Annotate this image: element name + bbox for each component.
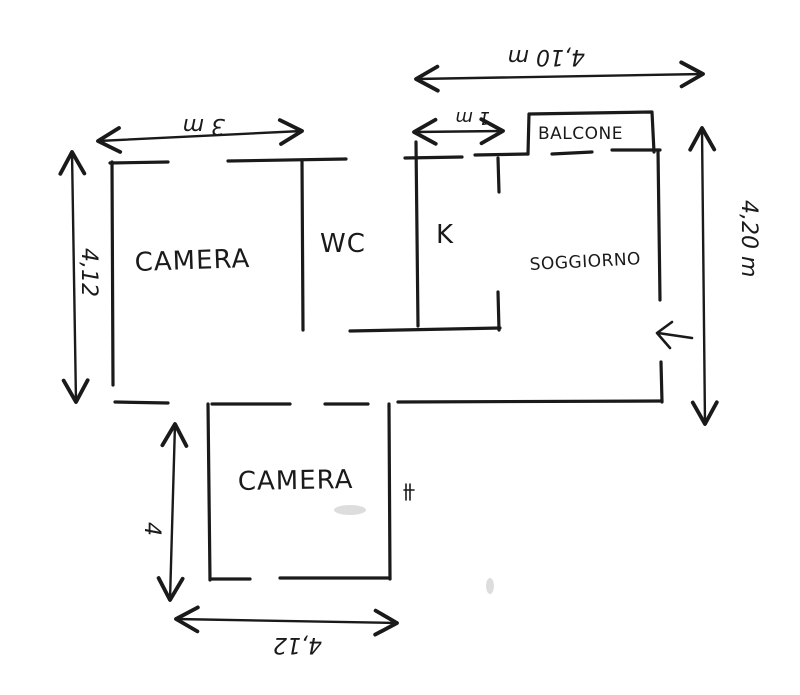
dim-label-bottom-height: 4 <box>139 522 164 536</box>
sketch-marks <box>334 483 494 594</box>
room-label-balcony: BALCONE <box>538 124 623 144</box>
room-label-bedroom-top: CAMERA <box>134 244 251 278</box>
walls <box>108 110 664 582</box>
dim-label-kitchen-width: 1 m <box>455 107 490 128</box>
dim-label-right-height: 4,20 m <box>736 200 761 277</box>
room-label-living: SOGGIORNO <box>529 249 641 275</box>
room-label-wc: WC <box>320 229 366 259</box>
room-label-bedroom-bottom: CAMERA <box>238 465 354 497</box>
room-label-kitchen: K <box>436 220 454 250</box>
dim-label-bottom-width: 4,12 <box>273 632 322 657</box>
dimension-lines <box>58 60 719 637</box>
dim-label-living-width: 4,10 m <box>508 44 585 69</box>
entrance-arrow-icon <box>655 320 694 350</box>
dim-label-left-height: 4,12 <box>76 248 101 297</box>
dim-label-top-left: 3 m <box>183 113 225 138</box>
